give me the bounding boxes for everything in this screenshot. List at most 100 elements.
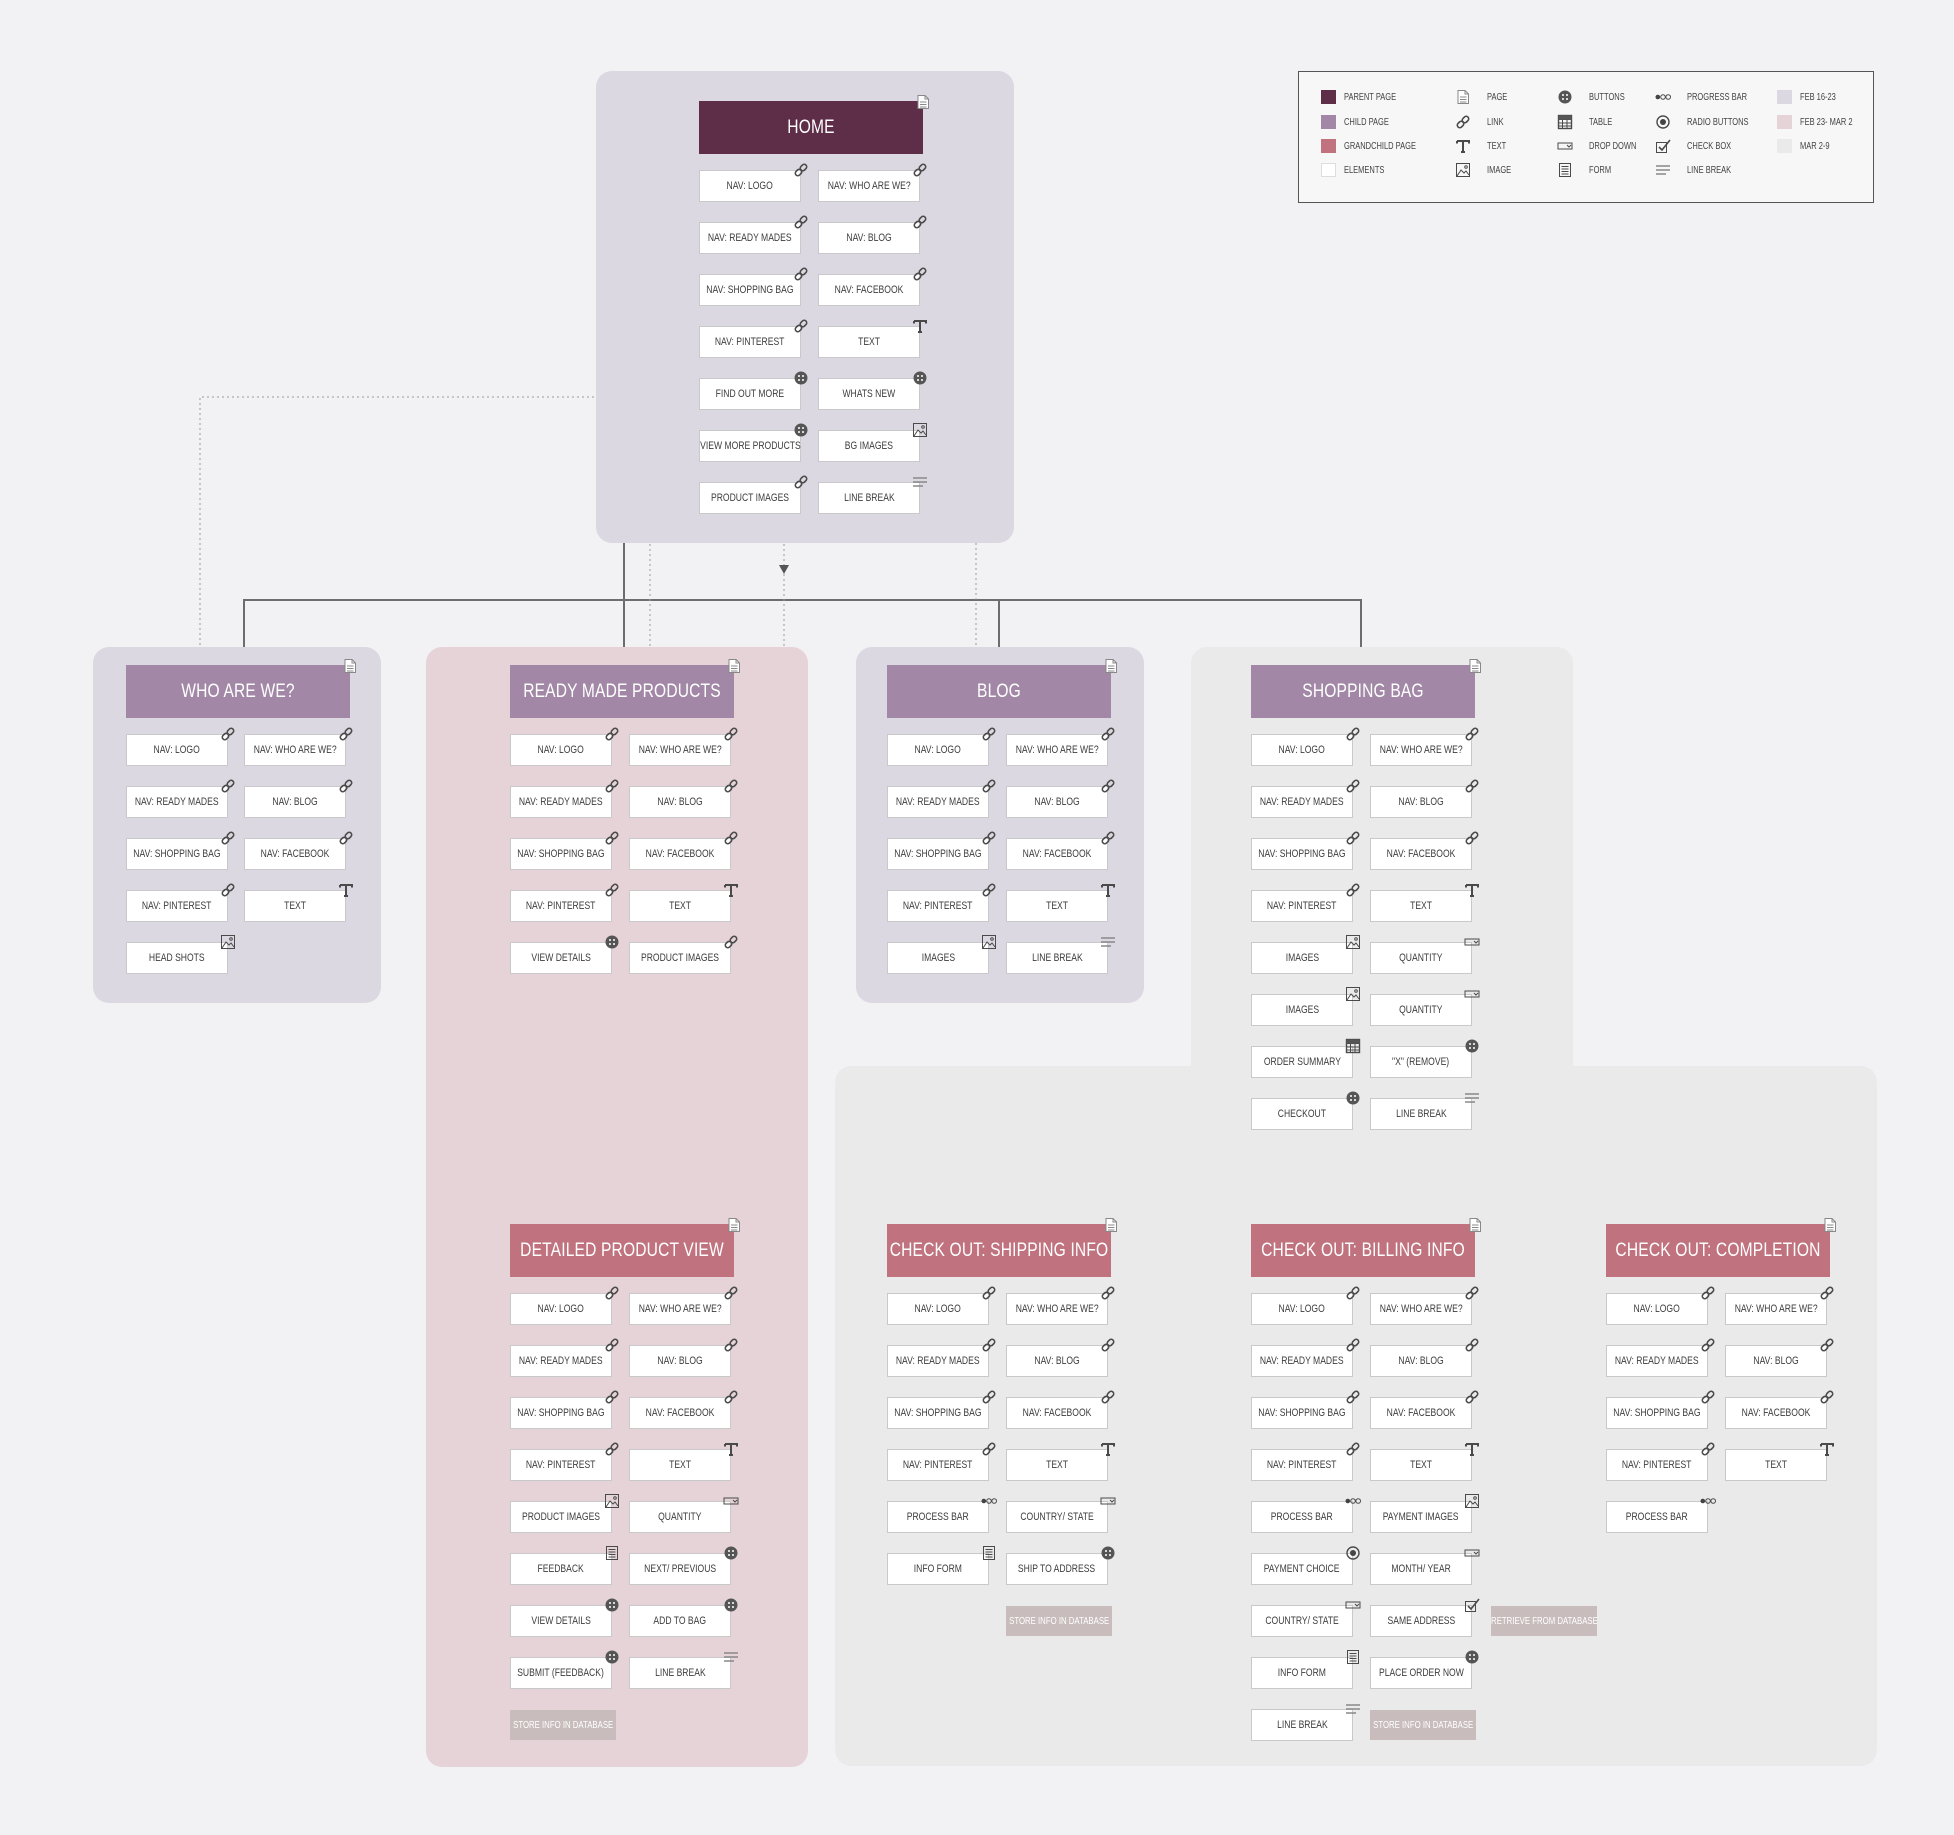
element-box[interactable]: PAYMENT IMAGES <box>1370 1501 1472 1533</box>
element-box[interactable]: NAV: LOGO <box>1251 1293 1353 1325</box>
element-box[interactable]: ADD TO BAG <box>629 1605 731 1637</box>
element-box[interactable]: PRODUCT IMAGES <box>629 942 731 974</box>
element-box[interactable]: NAV: READY MADES <box>510 1345 612 1377</box>
element-box[interactable]: NAV: WHO ARE WE? <box>818 170 920 202</box>
element-box[interactable]: PRODUCT IMAGES <box>699 482 801 514</box>
element-box[interactable]: LINE BREAK <box>818 482 920 514</box>
element-box[interactable]: NAV: WHO ARE WE? <box>1006 734 1108 766</box>
element-box[interactable]: NAV: WHO ARE WE? <box>1006 1293 1108 1325</box>
element-box[interactable]: NAV: BLOG <box>1725 1345 1827 1377</box>
element-box[interactable]: MONTH/ YEAR <box>1370 1553 1472 1585</box>
element-box[interactable]: NAV: READY MADES <box>126 786 228 818</box>
element-box[interactable]: COUNTRY/ STATE <box>1006 1501 1108 1533</box>
element-box[interactable]: NAV: PINTEREST <box>1606 1449 1708 1481</box>
element-box[interactable]: IMAGES <box>1251 994 1353 1026</box>
element-box[interactable]: NAV: WHO ARE WE? <box>1370 734 1472 766</box>
element-box[interactable]: NEXT/ PREVIOUS <box>629 1553 731 1585</box>
element-box[interactable]: NAV: BLOG <box>1370 1345 1472 1377</box>
element-box[interactable]: NAV: FACEBOOK <box>629 1397 731 1429</box>
element-box[interactable]: NAV: SHOPPING BAG <box>887 1397 989 1429</box>
element-box[interactable]: PROCESS BAR <box>1606 1501 1708 1533</box>
element-box[interactable]: NAV: PINTEREST <box>887 1449 989 1481</box>
element-box[interactable]: NAV: SHOPPING BAG <box>126 838 228 870</box>
shopping-bag-header[interactable]: SHOPPING BAG <box>1251 665 1475 718</box>
element-box[interactable]: ORDER SUMMARY <box>1251 1046 1353 1078</box>
element-box[interactable]: HEAD SHOTS <box>126 942 228 974</box>
element-box[interactable]: LINE BREAK <box>1006 942 1108 974</box>
element-box[interactable]: QUANTITY <box>1370 942 1472 974</box>
element-box[interactable]: NAV: PINTEREST <box>699 326 801 358</box>
element-box[interactable]: NAV: LOGO <box>699 170 801 202</box>
element-box[interactable]: NAV: PINTEREST <box>510 1449 612 1481</box>
element-box[interactable]: TEXT <box>629 1449 731 1481</box>
detailed-product-view-header[interactable]: DETAILED PRODUCT VIEW <box>510 1224 734 1277</box>
element-box[interactable]: TEXT <box>1006 1449 1108 1481</box>
blog-header[interactable]: BLOG <box>887 665 1111 718</box>
element-box[interactable]: NAV: SHOPPING BAG <box>510 1397 612 1429</box>
element-box[interactable]: NAV: PINTEREST <box>887 890 989 922</box>
element-box[interactable]: FEEDBACK <box>510 1553 612 1585</box>
element-box[interactable]: PLACE ORDER NOW <box>1370 1657 1472 1689</box>
element-box[interactable]: NAV: READY MADES <box>699 222 801 254</box>
element-box[interactable]: NAV: SHOPPING BAG <box>1251 838 1353 870</box>
element-box[interactable]: TEXT <box>1370 1449 1472 1481</box>
element-box[interactable]: SAME ADDRESS <box>1370 1605 1472 1637</box>
element-box[interactable]: NAV: BLOG <box>1370 786 1472 818</box>
element-box[interactable]: NAV: FACEBOOK <box>818 274 920 306</box>
element-box[interactable]: NAV: PINTEREST <box>126 890 228 922</box>
element-box[interactable]: FIND OUT MORE <box>699 378 801 410</box>
element-box[interactable]: NAV: PINTEREST <box>1251 890 1353 922</box>
element-box[interactable]: NAV: READY MADES <box>887 1345 989 1377</box>
element-box[interactable]: NAV: READY MADES <box>510 786 612 818</box>
element-box[interactable]: NAV: LOGO <box>510 734 612 766</box>
home-header[interactable]: HOME <box>699 101 923 154</box>
element-box[interactable]: NAV: READY MADES <box>1251 1345 1353 1377</box>
element-box[interactable]: NAV: BLOG <box>629 1345 731 1377</box>
element-box[interactable]: NAV: SHOPPING BAG <box>510 838 612 870</box>
element-box[interactable]: NAV: SHOPPING BAG <box>887 838 989 870</box>
element-box[interactable]: NAV: READY MADES <box>887 786 989 818</box>
element-box[interactable]: VIEW DETAILS <box>510 1605 612 1637</box>
element-box[interactable]: CHECKOUT <box>1251 1098 1353 1130</box>
element-box[interactable]: NAV: BLOG <box>818 222 920 254</box>
element-box[interactable]: TEXT <box>1725 1449 1827 1481</box>
element-box[interactable]: PROCESS BAR <box>887 1501 989 1533</box>
element-box[interactable]: SHIP TO ADDRESS <box>1006 1553 1108 1585</box>
element-box[interactable]: PAYMENT CHOICE <box>1251 1553 1353 1585</box>
element-box[interactable]: NAV: PINTEREST <box>510 890 612 922</box>
element-box[interactable]: NAV: BLOG <box>1006 1345 1108 1377</box>
element-box[interactable]: NAV: SHOPPING BAG <box>1606 1397 1708 1429</box>
element-box[interactable]: NAV: FACEBOOK <box>244 838 346 870</box>
element-box[interactable]: QUANTITY <box>629 1501 731 1533</box>
element-box[interactable]: NAV: READY MADES <box>1606 1345 1708 1377</box>
element-box[interactable]: NAV: LOGO <box>126 734 228 766</box>
element-box[interactable]: NAV: WHO ARE WE? <box>1725 1293 1827 1325</box>
element-box[interactable]: NAV: FACEBOOK <box>1006 1397 1108 1429</box>
element-box[interactable]: NAV: LOGO <box>510 1293 612 1325</box>
element-box[interactable]: NAV: LOGO <box>1251 734 1353 766</box>
checkout-shipping-header[interactable]: CHECK OUT: SHIPPING INFO <box>887 1224 1111 1277</box>
element-box[interactable]: TEXT <box>818 326 920 358</box>
ready-made-products-header[interactable]: READY MADE PRODUCTS <box>510 665 734 718</box>
element-box[interactable]: PRODUCT IMAGES <box>510 1501 612 1533</box>
element-box[interactable]: NAV: FACEBOOK <box>1006 838 1108 870</box>
element-box[interactable]: TEXT <box>1006 890 1108 922</box>
checkout-completion-header[interactable]: CHECK OUT: COMPLETION <box>1606 1224 1830 1277</box>
element-box[interactable]: LINE BREAK <box>1251 1709 1353 1741</box>
element-box[interactable]: NAV: WHO ARE WE? <box>629 1293 731 1325</box>
element-box[interactable]: NAV: FACEBOOK <box>1370 1397 1472 1429</box>
element-box[interactable]: NAV: FACEBOOK <box>1370 838 1472 870</box>
element-box[interactable]: NAV: READY MADES <box>1251 786 1353 818</box>
element-box[interactable]: NAV: LOGO <box>887 734 989 766</box>
element-box[interactable]: LINE BREAK <box>1370 1098 1472 1130</box>
element-box[interactable]: SUBMIT (FEEDBACK) <box>510 1657 612 1689</box>
element-box[interactable]: BG IMAGES <box>818 430 920 462</box>
element-box[interactable]: IMAGES <box>887 942 989 974</box>
who-are-we-header[interactable]: WHO ARE WE? <box>126 665 350 718</box>
element-box[interactable]: NAV: FACEBOOK <box>1725 1397 1827 1429</box>
element-box[interactable]: TEXT <box>1370 890 1472 922</box>
element-box[interactable]: NAV: BLOG <box>629 786 731 818</box>
element-box[interactable]: VIEW MORE PRODUCTS <box>699 430 801 462</box>
element-box[interactable]: PROCESS BAR <box>1251 1501 1353 1533</box>
element-box[interactable]: NAV: PINTEREST <box>1251 1449 1353 1481</box>
